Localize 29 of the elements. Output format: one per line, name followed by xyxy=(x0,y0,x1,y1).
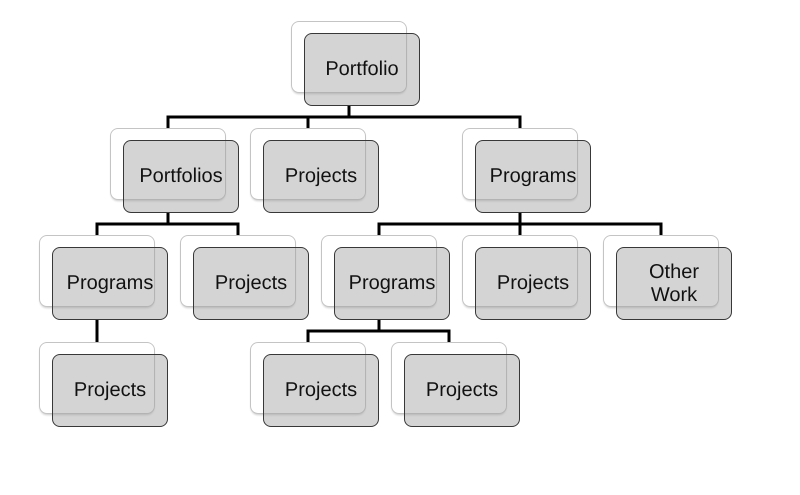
stacked-card xyxy=(110,128,239,213)
stacked-card xyxy=(462,128,591,213)
connector-line xyxy=(348,106,522,128)
stacked-card xyxy=(39,342,168,427)
node-label: Programs xyxy=(66,272,154,295)
node-label: Portfolio xyxy=(325,58,399,81)
stacked-card xyxy=(603,235,732,320)
stacked-card xyxy=(462,235,591,320)
stacked-card xyxy=(250,128,379,213)
stacked-card xyxy=(39,235,168,320)
connector-line xyxy=(378,320,450,342)
stacked-card xyxy=(180,235,309,320)
stacked-card xyxy=(391,342,520,427)
node-label: Projects xyxy=(284,379,358,402)
node-label: Other Work xyxy=(648,260,700,306)
node-label: Projects xyxy=(426,379,498,402)
node-label: Projects xyxy=(74,379,146,402)
stacked-card xyxy=(250,342,379,427)
node-label: Programs xyxy=(348,272,436,295)
stacked-card xyxy=(291,21,420,106)
connector-line xyxy=(518,213,662,235)
node-label: Portfolios xyxy=(139,165,223,188)
node-label: Programs xyxy=(490,165,576,188)
connector-line xyxy=(96,320,98,342)
connector-line xyxy=(166,213,240,235)
node-label: Projects xyxy=(214,272,288,295)
node-label: Projects xyxy=(496,272,570,295)
node-label: Projects xyxy=(284,165,358,188)
stacked-card xyxy=(321,235,450,320)
